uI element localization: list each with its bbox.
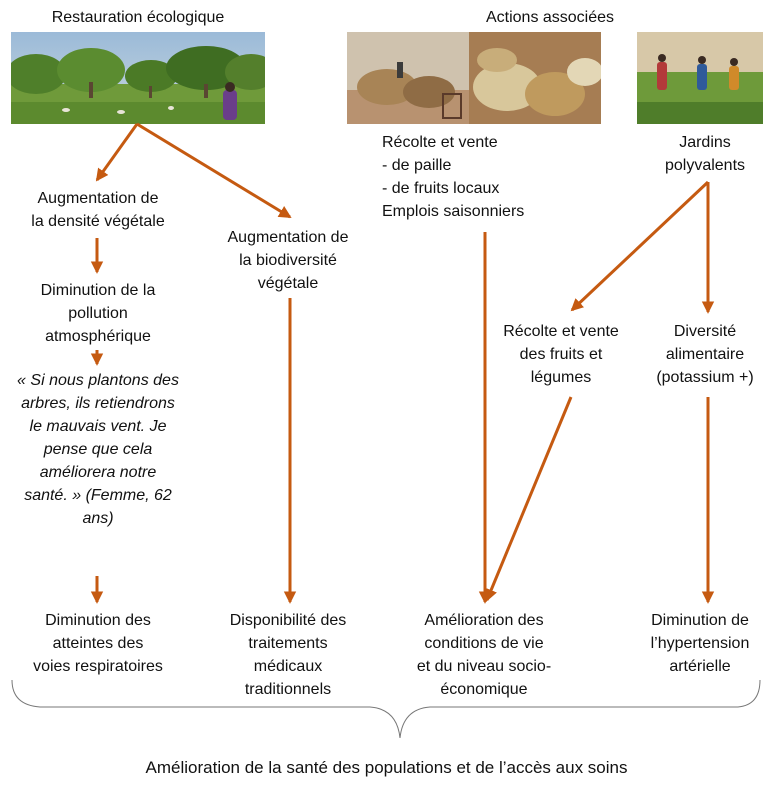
node-living-conditions: Amélioration des conditions de vie et du… — [416, 612, 552, 698]
node-fruit-vegetable-sales: Récolte et vente des fruits et légumes — [503, 323, 619, 386]
arrow-restoration-to-biodiversity — [136, 122, 292, 219]
straw-and-market-photo — [347, 32, 601, 124]
village-garden-photo — [637, 32, 763, 124]
arrow-gardens-to-fruit-sales — [570, 180, 710, 312]
node-multipurpose-gardens: Jardins polyvalents — [664, 134, 746, 174]
header-ecological-restoration: Restauration écologique — [51, 9, 225, 26]
node-vegetation-density: Augmentation de la densité végétale — [31, 190, 165, 230]
arrow-restoration-to-density — [95, 123, 139, 182]
node-harvest-and-sale: Récolte et vente - de paille - de fruits… — [382, 134, 525, 220]
node-hypertension: Diminution de l’hypertension artérielle — [650, 612, 750, 675]
savanna-trees-photo — [11, 32, 265, 124]
node-respiratory: Diminution des atteintes des voies respi… — [33, 612, 163, 675]
header-associated-actions: Actions associées — [485, 9, 615, 26]
node-air-pollution: Diminution de la pollution atmosphérique — [40, 282, 156, 345]
arrow-fruit-sales-to-living — [485, 396, 573, 602]
summary-brace — [11, 679, 761, 739]
node-traditional-medicine: Disponibilité des traitements médicaux t… — [229, 612, 347, 698]
node-testimony-quote: « Si nous plantons des arbres, ils retie… — [17, 372, 179, 527]
conclusion-text: Amélioration de la santé des populations… — [145, 758, 628, 777]
node-food-diversity: Diversité alimentaire (potassium +) — [656, 323, 754, 386]
node-plant-biodiversity: Augmentation de la biodiversité végétale — [227, 229, 349, 292]
